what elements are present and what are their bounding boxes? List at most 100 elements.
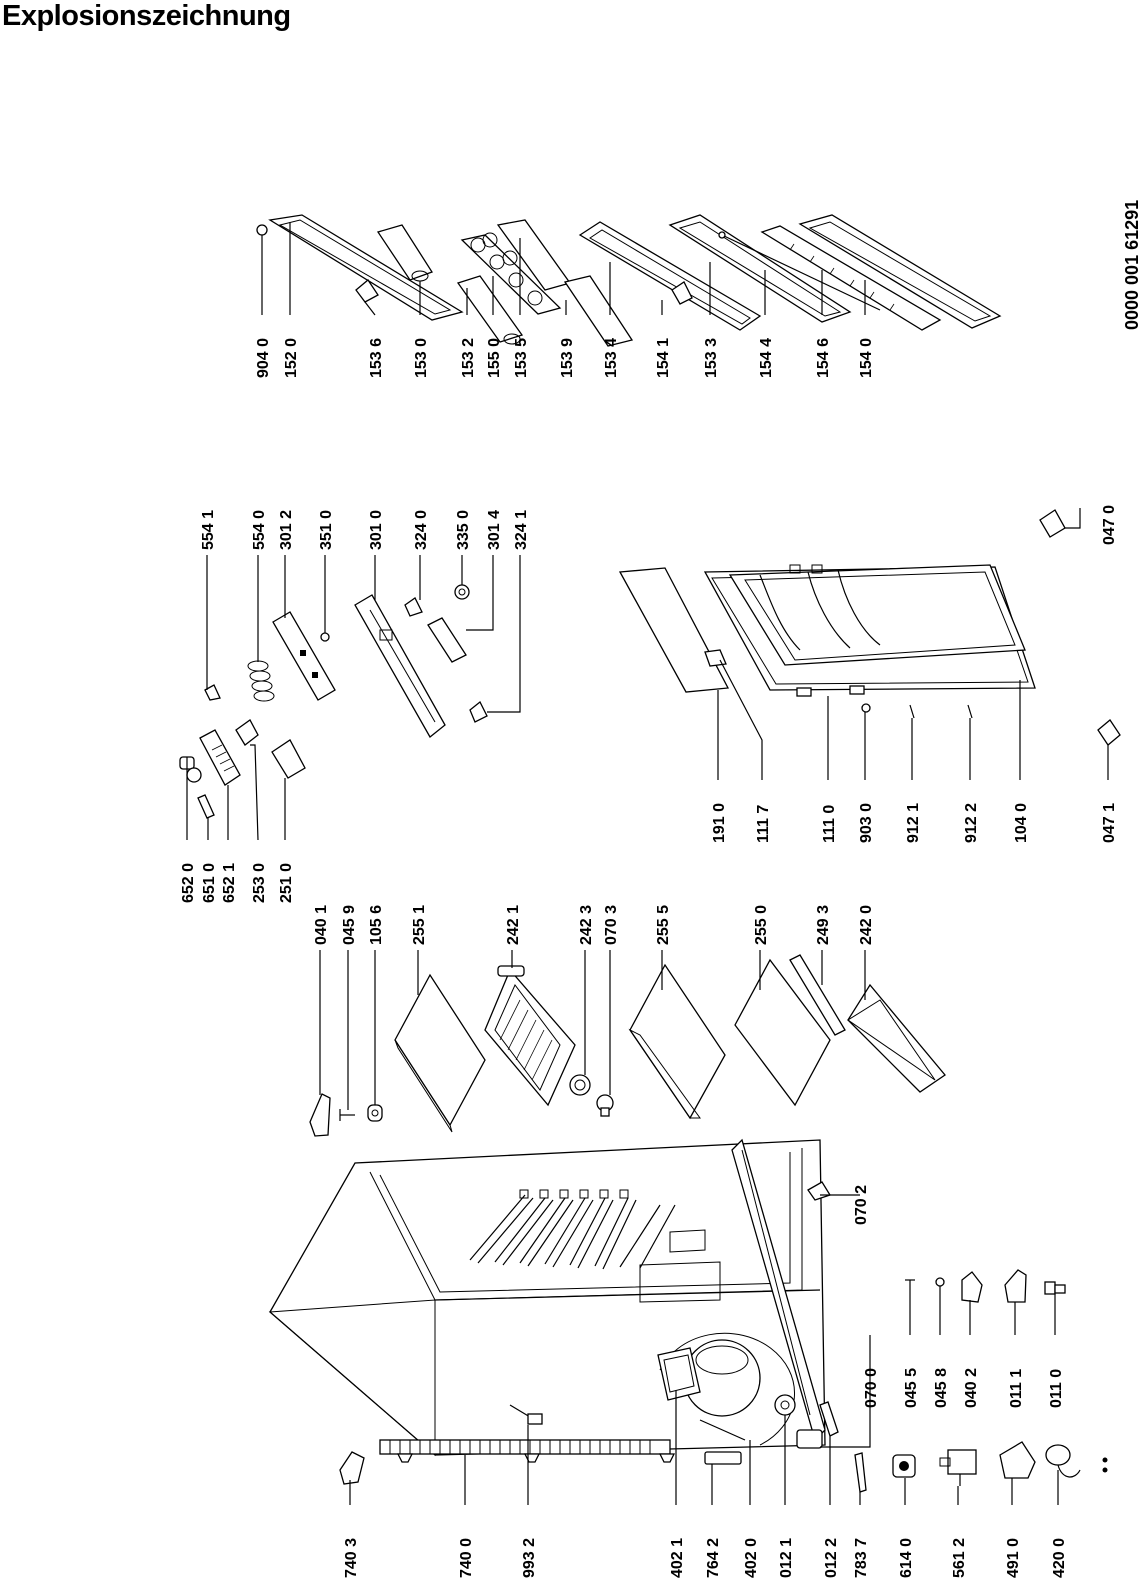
- callout-0459: 045 9: [341, 905, 358, 945]
- callout-2510: 251 0: [278, 863, 295, 903]
- compressor-group: [657, 1332, 795, 1446]
- part-1544-rod: [721, 234, 881, 311]
- part-3510-nut: [320, 632, 330, 642]
- callout-3241: 324 1: [513, 510, 530, 550]
- part-2510-cover: [271, 739, 306, 779]
- part-1546-rail: [760, 225, 942, 331]
- callout-9932: 993 2: [521, 1538, 538, 1578]
- part-1532-egg-tray: [456, 275, 524, 345]
- part-1541-clip: [671, 281, 693, 305]
- part-1910-gasket: [618, 567, 730, 693]
- callout-0458: 045 8: [933, 1368, 950, 1408]
- part-1520-bin: [268, 214, 464, 321]
- callout-6140: 614 0: [898, 1538, 915, 1578]
- part-0471-bracket: [1097, 719, 1121, 746]
- part-5540-spring: [247, 660, 275, 702]
- part-3241-clip: [469, 700, 488, 723]
- callout-1117: 111 7: [755, 805, 772, 843]
- callout-9030: 903 0: [858, 803, 875, 843]
- condenser: [379, 1439, 676, 1463]
- callout-3240: 324 0: [413, 510, 430, 550]
- callout-1520: 152 0: [283, 338, 300, 378]
- part-2551-glass-shelf: [394, 973, 486, 1133]
- callout-7837: 783 7: [853, 1538, 870, 1578]
- part-0459-pin: [339, 1109, 355, 1121]
- part-0401-bracket: [309, 1093, 331, 1137]
- callout-3010: 301 0: [368, 510, 385, 550]
- callout-1540: 154 0: [858, 338, 875, 378]
- callout-0471: 047 1: [1101, 803, 1118, 843]
- callout-6510: 651 0: [201, 863, 218, 903]
- callout-5541: 554 1: [200, 510, 217, 550]
- part-1539-box: [563, 275, 634, 347]
- callout-0121: 012 1: [778, 1538, 795, 1578]
- part-3240-clip: [404, 597, 423, 617]
- part-6521-housing: [199, 729, 241, 786]
- callout-0702: 070 2: [853, 1185, 870, 1225]
- callout-1550: 155 0: [486, 338, 503, 378]
- callout-1056: 105 6: [368, 905, 385, 945]
- callout-2530: 253 0: [251, 863, 268, 903]
- callout-5612: 561 2: [951, 1538, 968, 1578]
- part-2555-glass-shelf: [628, 963, 726, 1120]
- part-7837-pin: [854, 1452, 867, 1493]
- callout-1535: 153 5: [513, 338, 530, 378]
- part-2493-strip: [789, 954, 846, 1036]
- callout-0402: 040 2: [963, 1368, 980, 1408]
- callout-4021: 402 1: [669, 1538, 686, 1578]
- part-0110-pin: [1044, 1281, 1066, 1295]
- part-dots: [1102, 1457, 1108, 1473]
- callout-0111: 011 1: [1008, 1369, 1025, 1408]
- callout-3012: 301 2: [278, 510, 295, 550]
- callout-1544: 154 4: [758, 338, 775, 378]
- part-3014-cover: [427, 617, 467, 663]
- callout-0703: 070 3: [603, 905, 620, 945]
- part-4910-housing: [999, 1441, 1036, 1479]
- callout-1546: 154 6: [815, 338, 832, 378]
- callout-0470: 047 0: [1101, 505, 1118, 545]
- part-2530-socket: [235, 719, 259, 746]
- callout-1110: 111 0: [821, 805, 838, 843]
- part-9122-screw: [967, 704, 973, 719]
- part-1056-spacer: [367, 1104, 383, 1122]
- part-5612-thermostat: [939, 1449, 977, 1486]
- callout-2423: 242 3: [578, 905, 595, 945]
- callout-1533: 153 3: [703, 338, 720, 378]
- callout-3510: 351 0: [318, 510, 335, 550]
- part-9040-cap: [256, 224, 268, 236]
- part-4200-capacitor: [1045, 1444, 1081, 1478]
- part-9932-wire: [509, 1404, 543, 1425]
- callout-4020: 402 0: [743, 1538, 760, 1578]
- part-9121-screw: [909, 704, 915, 719]
- callout-1539: 153 9: [559, 338, 576, 378]
- part-7642-drier: [704, 1451, 742, 1465]
- callout-2550: 255 0: [753, 905, 770, 945]
- callout-7403: 740 3: [343, 1538, 360, 1578]
- part-0121-grommet: [774, 1394, 796, 1416]
- part-3012-housing: [272, 611, 336, 701]
- callout-1530: 153 0: [413, 338, 430, 378]
- callout-0110: 011 0: [1048, 1369, 1065, 1408]
- part-2423-knob: [569, 1074, 591, 1096]
- part-6520-knob: [179, 756, 202, 783]
- part-3010-control-panel: [354, 594, 446, 738]
- callout-2493: 249 3: [815, 905, 832, 945]
- part-5541-clip: [204, 684, 221, 701]
- part-0122-sleeve: [819, 1401, 839, 1437]
- part-0458-bolt: [935, 1277, 945, 1300]
- callout-4200: 420 0: [1051, 1538, 1068, 1578]
- callout-1532: 153 2: [460, 338, 477, 378]
- callout-1534: 153 4: [603, 338, 620, 378]
- part-0455-screw: [905, 1279, 915, 1300]
- document-number: 0000 001 61291: [1122, 200, 1142, 330]
- part-3350-lamp: [454, 584, 470, 600]
- callout-1541: 154 1: [655, 338, 672, 378]
- part-1536-clip: [355, 279, 379, 303]
- part-1110-handle: [796, 685, 865, 697]
- callout-0401: 040 1: [313, 905, 330, 945]
- callout-1910: 191 0: [711, 803, 728, 843]
- callout-0700: 070 0: [863, 1368, 880, 1408]
- part-7403-foot: [339, 1451, 365, 1485]
- part-2421-crisper: [484, 965, 576, 1107]
